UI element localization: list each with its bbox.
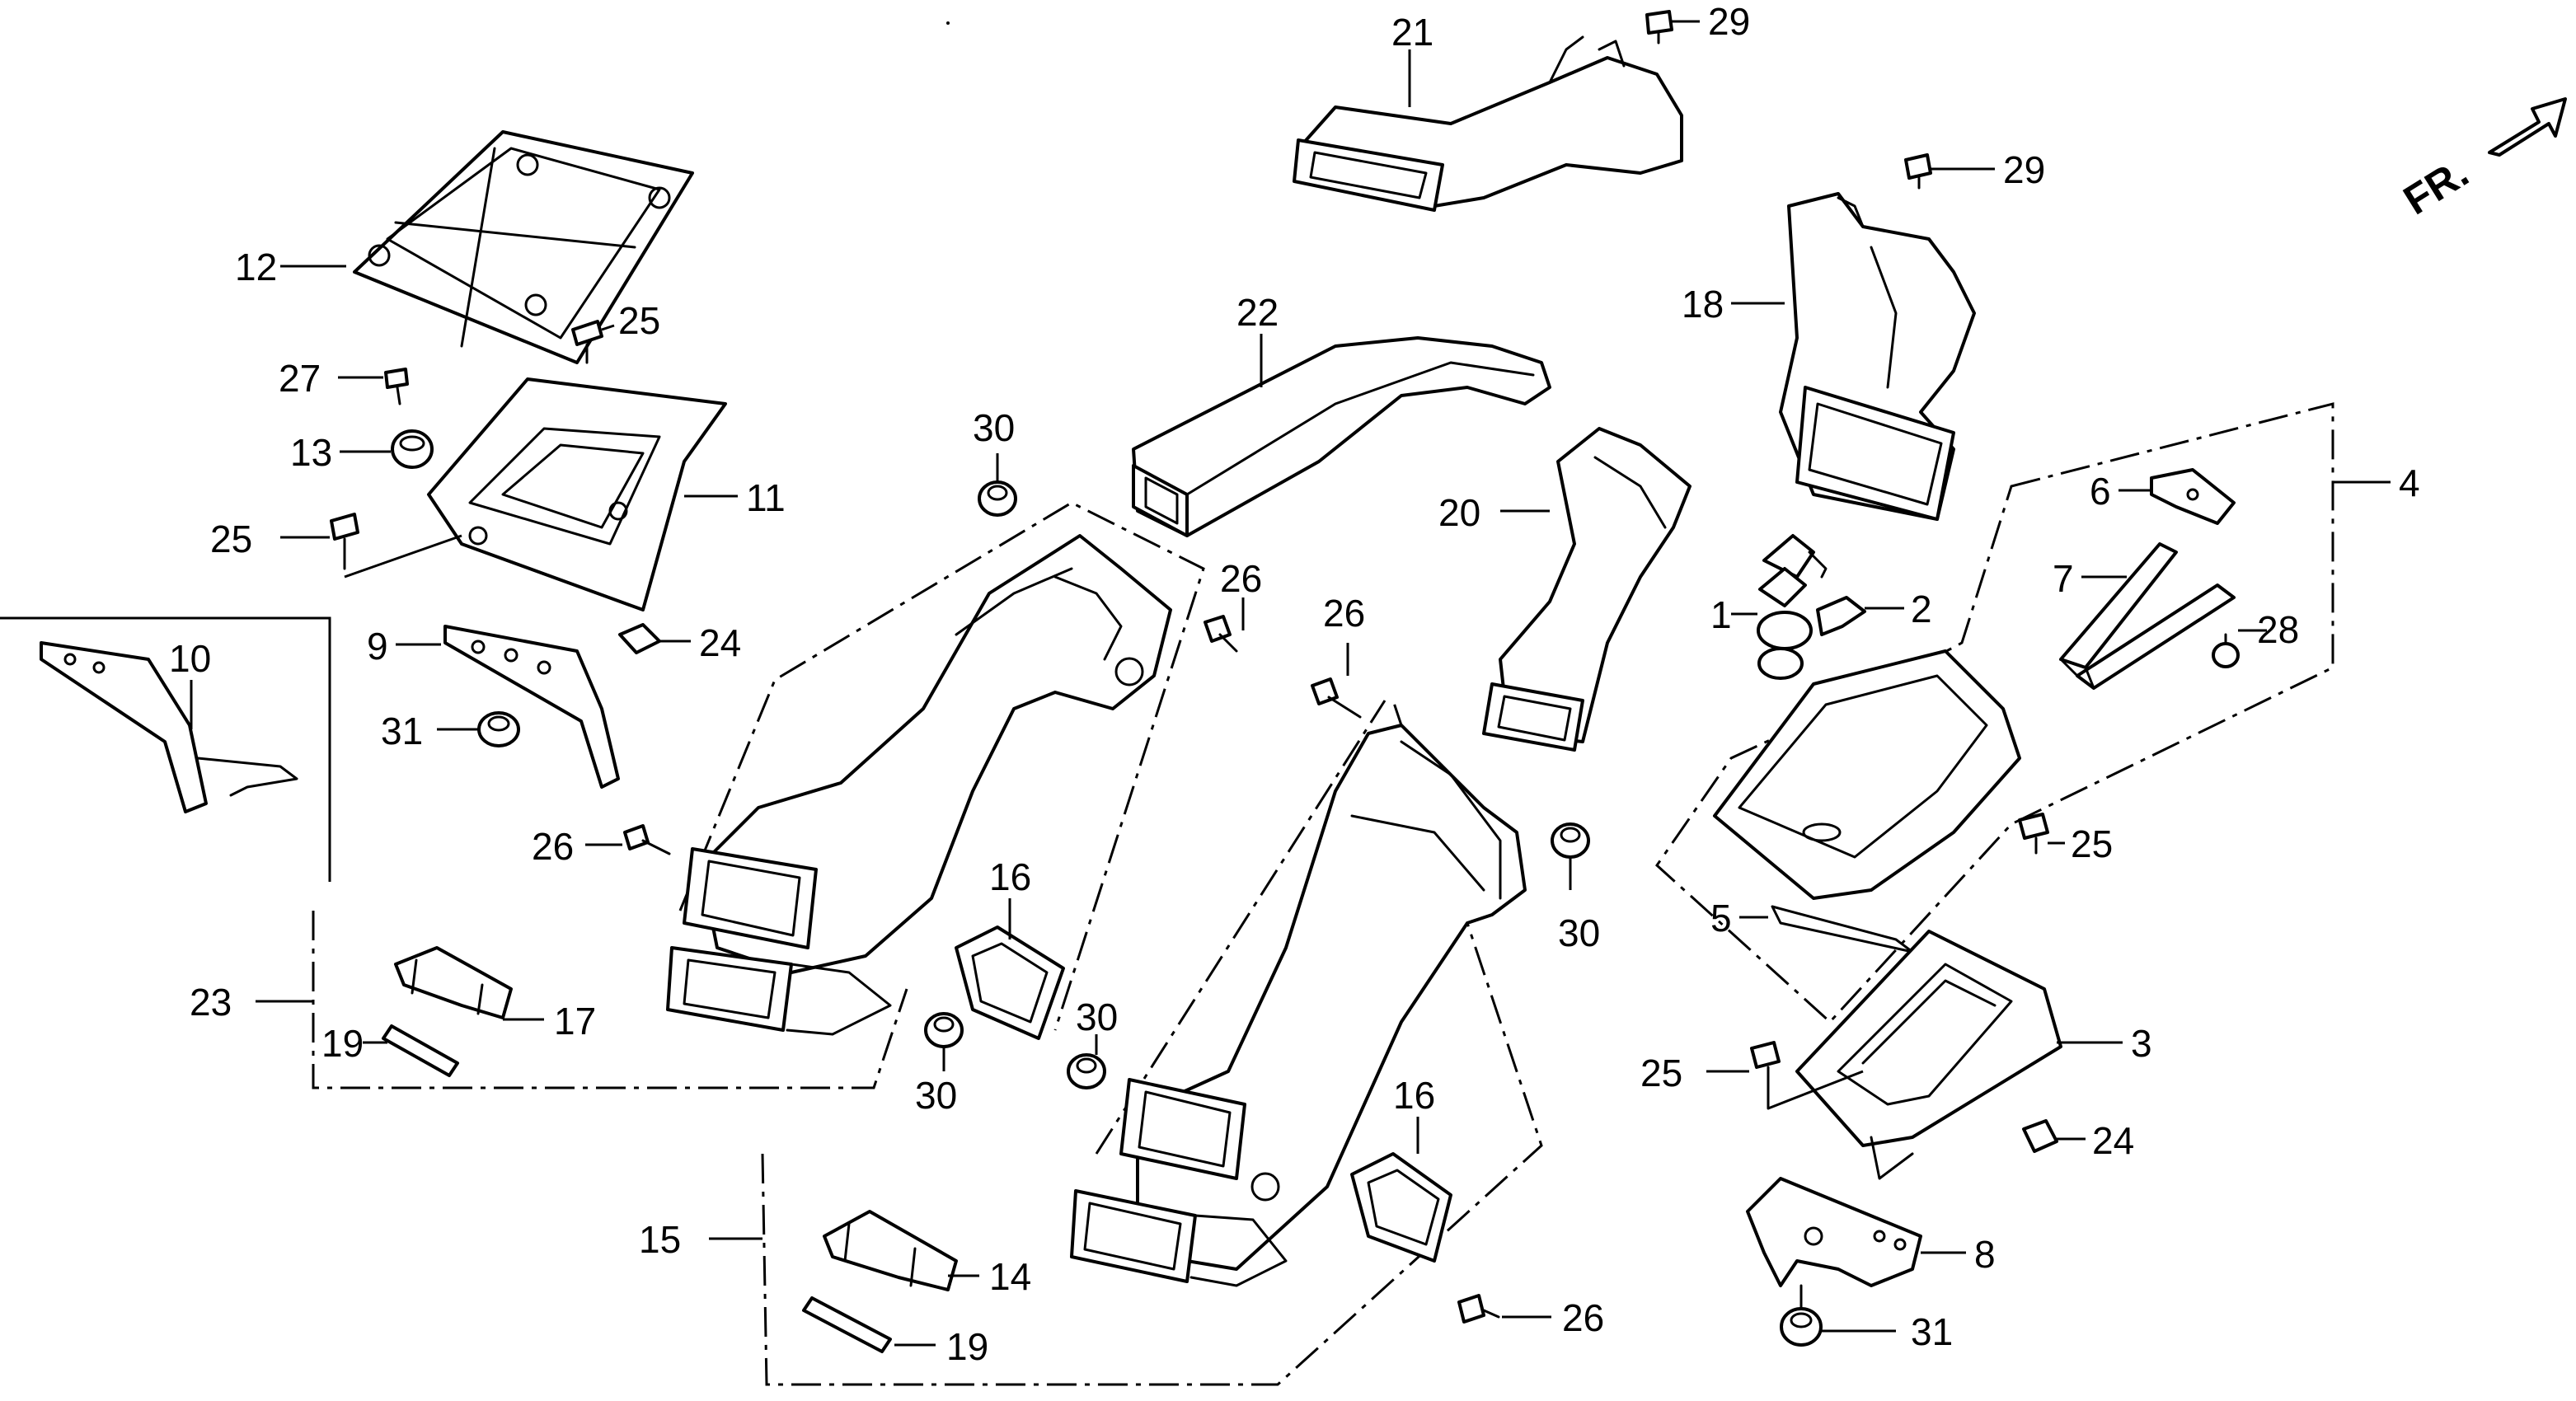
callout-6: 6 (2090, 470, 2111, 513)
part-26-bolt-d (1457, 1294, 1500, 1324)
part-26-bolt-b (1204, 615, 1238, 653)
callout-29-a: 29 (1708, 0, 1750, 43)
part-6-bracket (2150, 468, 2236, 525)
front-arrow-icon (2488, 97, 2567, 157)
part-25-screw-lower (1750, 1041, 1781, 1110)
callout-19-b: 19 (946, 1325, 988, 1368)
callout-26-a: 26 (532, 825, 574, 868)
callout-23: 23 (190, 981, 232, 1024)
part-30-nut-b (924, 1012, 964, 1048)
part-24-nut-right (2022, 1119, 2058, 1153)
callout-19-a: 19 (321, 1022, 364, 1065)
part-12-cover (353, 130, 694, 364)
front-direction-indicator: FR. (2395, 97, 2567, 223)
leader-25-a (601, 324, 615, 331)
part-5-lid (1713, 649, 2021, 954)
callout-25-b: 25 (210, 518, 252, 560)
part-24-nut-top (618, 623, 661, 654)
callout-10: 10 (169, 637, 211, 680)
callout-26-d: 26 (1562, 1296, 1604, 1339)
callout-31-b: 31 (1911, 1310, 1953, 1353)
part-8-latch-bracket (1746, 1177, 1922, 1287)
part-20-duct (1482, 427, 1692, 752)
callout-8: 8 (1974, 1233, 1996, 1276)
part-26-bolt-c (1311, 677, 1362, 719)
part-19-rod-left (382, 1024, 459, 1077)
callout-21: 21 (1391, 11, 1433, 54)
callout-25-a: 25 (618, 299, 660, 342)
part-9-bracket (443, 625, 620, 789)
callout-22: 22 (1236, 291, 1279, 334)
callout-29-b: 29 (2003, 148, 2045, 191)
callout-31-a: 31 (381, 710, 423, 752)
part-30-nut-a (978, 480, 1017, 517)
part-15-duct-center (761, 700, 1543, 1386)
part-1-key-cylinder (1757, 534, 1828, 680)
part-14-clamp (823, 1210, 958, 1291)
callout-30-d: 30 (1558, 911, 1600, 954)
callout-7: 7 (2053, 557, 2074, 600)
callout-3: 3 (2131, 1022, 2152, 1065)
leader-25-b-link (344, 534, 462, 579)
part-4-assembly-outline (1655, 402, 2334, 1024)
part-21-duct (1293, 35, 1683, 212)
part-16-seal-a (955, 925, 1065, 1040)
callout-15: 15 (639, 1218, 681, 1261)
callout-24-b: 24 (2092, 1119, 2134, 1162)
callout-30-b: 30 (915, 1074, 957, 1117)
part-25-screw-right (2018, 813, 2049, 855)
part-28-rivet (2212, 633, 2240, 668)
part-30-nut-c (1067, 1053, 1106, 1089)
callout-13: 13 (290, 431, 332, 474)
part-30-nut-d (1551, 822, 1590, 859)
callout-14: 14 (989, 1255, 1031, 1298)
callout-9: 9 (367, 625, 388, 668)
callout-1: 1 (1710, 593, 1732, 636)
callout-2: 2 (1911, 588, 1932, 630)
callout-12: 12 (235, 246, 277, 288)
callout-4: 4 (2399, 462, 2420, 504)
part-3-frame (1795, 930, 2062, 1180)
front-label: FR. (2395, 149, 2476, 223)
part-11-housing (427, 377, 727, 611)
leader-25-d-link (1767, 1070, 1864, 1110)
callout-24-a: 24 (699, 621, 741, 664)
part-13-grommet (391, 429, 434, 469)
part-29-clip-b (1904, 153, 1932, 190)
part-19-rod-center (802, 1296, 892, 1353)
callout-26-c: 26 (1323, 592, 1365, 635)
part-2-clip (1816, 596, 1866, 636)
part-16-seal-b (1350, 1152, 1452, 1263)
callout-18: 18 (1682, 283, 1724, 326)
callout-16-a: 16 (989, 855, 1031, 898)
part-26-bolt-left (623, 824, 671, 855)
callout-25-c: 25 (2071, 822, 2113, 865)
callout-25-d: 25 (1640, 1052, 1682, 1094)
callout-28: 28 (2257, 608, 2299, 651)
part-31-nut-left (477, 711, 520, 747)
part-25-screw-top (571, 320, 603, 364)
part-22-duct (1132, 336, 1551, 537)
callout-30-a: 30 (973, 406, 1015, 449)
part-17-clamp (394, 946, 513, 1019)
callout-11: 11 (746, 476, 786, 519)
part-29-clip-a (1645, 10, 1673, 45)
callout-17: 17 (554, 1000, 596, 1043)
part-31-nut-right (1780, 1284, 1823, 1347)
callout-26-b: 26 (1220, 557, 1262, 600)
callout-16-b: 16 (1393, 1074, 1435, 1117)
part-23-duct-left (312, 501, 1205, 1089)
callout-30-c: 30 (1076, 996, 1118, 1038)
part-18-duct (1779, 192, 1976, 521)
callout-20: 20 (1438, 491, 1480, 534)
part-10-bracket-inset (0, 616, 331, 882)
callout-27: 27 (279, 357, 321, 400)
part-25-screw-left (330, 513, 359, 570)
part-7-latch-arms (2059, 542, 2236, 690)
callout-5: 5 (1710, 897, 1732, 939)
stray-dot (946, 21, 950, 25)
part-27-clip (384, 368, 409, 405)
